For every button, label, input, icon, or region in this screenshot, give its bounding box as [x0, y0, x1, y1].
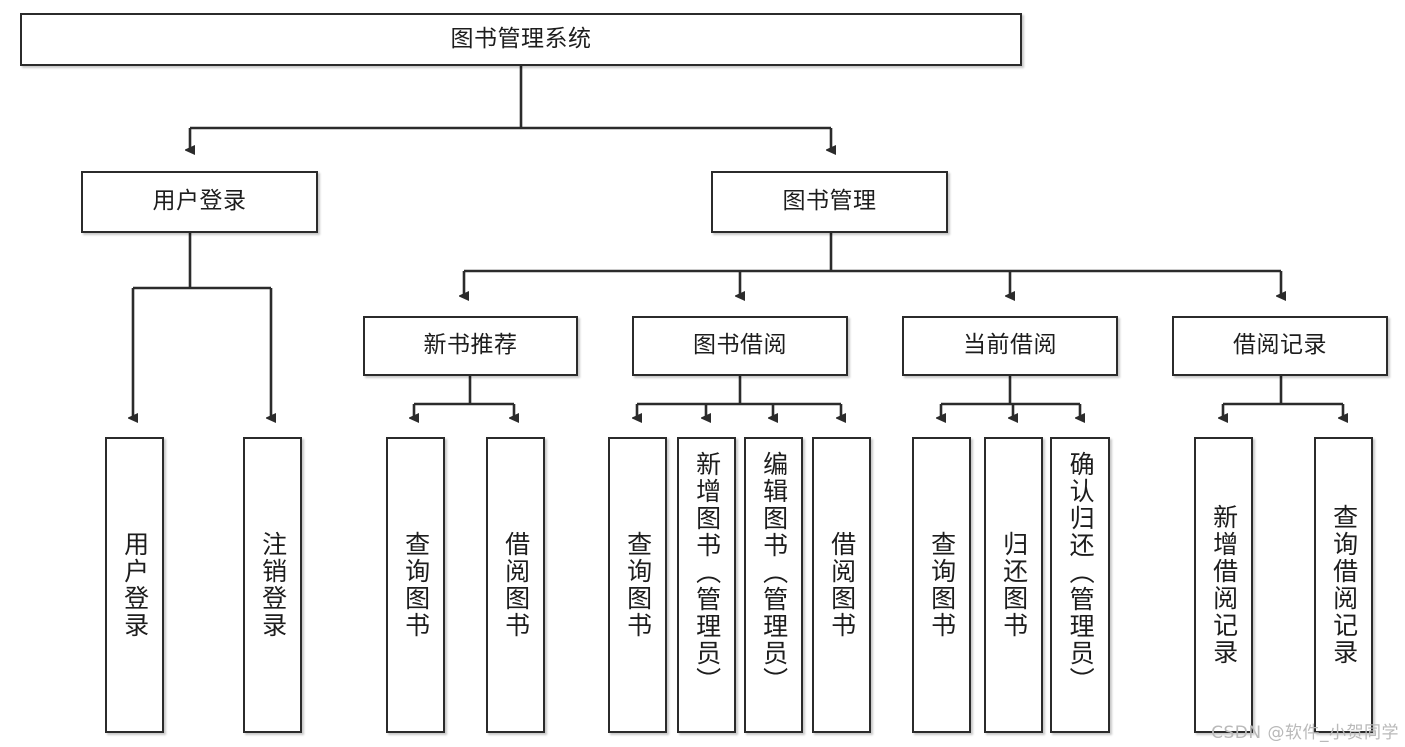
node-label: 新书推荐 — [423, 332, 518, 359]
node-label: 借阅图书 — [501, 531, 531, 639]
leaf-newbook-query-book[interactable]: 查询图书 — [386, 437, 445, 733]
node-label: 归还图书 — [999, 531, 1029, 639]
node-label: 当前借阅 — [963, 332, 1057, 359]
leaf-current-query-book[interactable]: 查询图书 — [912, 437, 971, 733]
node-label: 用户登录 — [152, 188, 247, 215]
node-new-book-recommend[interactable]: 新书推荐 — [363, 316, 578, 376]
node-label: 图书管理系统 — [450, 25, 592, 52]
leaf-current-return-book[interactable]: 归还图书 — [984, 437, 1043, 733]
node-borrow-record[interactable]: 借阅记录 — [1172, 316, 1388, 376]
node-root-system[interactable]: 图书管理系统 — [20, 13, 1022, 66]
node-current-borrow[interactable]: 当前借阅 — [902, 316, 1118, 376]
node-book-management[interactable]: 图书管理 — [711, 171, 948, 233]
leaf-newbook-borrow-book[interactable]: 借阅图书 — [486, 437, 545, 733]
node-label: 新增图书（管理员） — [692, 451, 722, 694]
node-label: 查询图书 — [927, 531, 957, 639]
leaf-record-add-record[interactable]: 新增借阅记录 — [1194, 437, 1253, 733]
node-label: 图书借阅 — [693, 332, 787, 359]
node-label: 查询图书 — [623, 531, 653, 639]
leaf-logout[interactable]: 注销登录 — [243, 437, 302, 733]
leaf-borrow-edit-book-admin[interactable]: 编辑图书（管理员） — [744, 437, 803, 733]
node-label: 用户登录 — [120, 531, 150, 639]
leaf-current-confirm-return-admin[interactable]: 确认归还（管理员） — [1050, 437, 1110, 733]
node-label: 借阅记录 — [1233, 332, 1327, 359]
leaf-borrow-add-book-admin[interactable]: 新增图书（管理员） — [677, 437, 736, 733]
leaf-borrow-borrow-book[interactable]: 借阅图书 — [812, 437, 871, 733]
leaf-borrow-query-book[interactable]: 查询图书 — [608, 437, 667, 733]
node-label: 新增借阅记录 — [1209, 504, 1239, 666]
node-label: 注销登录 — [258, 531, 288, 639]
node-label: 借阅图书 — [827, 531, 857, 639]
leaf-user-login[interactable]: 用户登录 — [105, 437, 164, 733]
node-label: 查询借阅记录 — [1329, 504, 1359, 666]
node-label: 图书管理 — [782, 188, 877, 215]
node-book-borrow[interactable]: 图书借阅 — [632, 316, 848, 376]
node-user-login[interactable]: 用户登录 — [81, 171, 318, 233]
node-label: 确认归还（管理员） — [1066, 451, 1096, 694]
leaf-record-query-record[interactable]: 查询借阅记录 — [1314, 437, 1373, 733]
csdn-watermark: CSDN @软件_小贺同学 — [1211, 723, 1399, 743]
node-label: 查询图书 — [401, 531, 431, 639]
node-label: 编辑图书（管理员） — [759, 451, 789, 694]
